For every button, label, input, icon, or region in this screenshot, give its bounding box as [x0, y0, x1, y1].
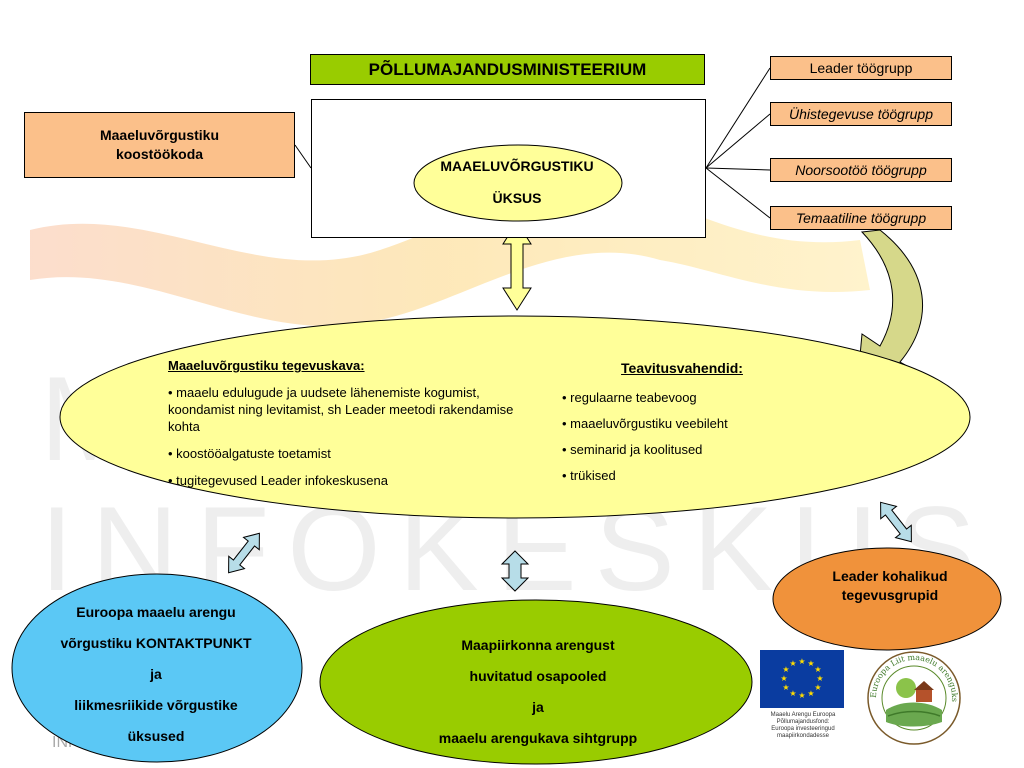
- contact-line2: võrgustiku KONTAKTPUNKT: [60, 635, 252, 651]
- svg-text:★: ★: [798, 657, 805, 666]
- work-group-leader: Leader töögrupp: [770, 56, 952, 80]
- action-plan-item: • maaelu edulugude ja uudsete lähenemist…: [168, 385, 514, 434]
- communication-item: • trükised: [562, 468, 616, 483]
- work-group-cooperation: Ühistegevuse töögrupp: [770, 102, 952, 126]
- work-group-youth: Noorsootöö töögrupp: [770, 158, 952, 182]
- svg-text:★: ★: [798, 691, 805, 700]
- work-group-label: Ühistegevuse töögrupp: [789, 106, 933, 122]
- contact-line1: Euroopa maaelu arengu: [76, 604, 236, 620]
- stakeholders-line1: Maapiirkonna arengust: [461, 637, 615, 653]
- svg-text:★: ★: [816, 674, 823, 683]
- cooperation-line1: Maaeluvõrgustiku: [99, 127, 220, 143]
- eu-flag-logo: ★ ★ ★ ★ ★ ★ ★ ★ ★ ★ ★ ★: [760, 650, 844, 708]
- eu-caption: Maaelu Arengu Euroopa Põllumajandusfond:…: [756, 712, 850, 740]
- leader-groups-line2: tegevusgrupid: [841, 587, 939, 603]
- eu-caption-line: Põllumajandusfond:: [776, 719, 830, 725]
- contact-line5: üksused: [127, 728, 185, 744]
- work-group-label: Leader töögrupp: [809, 60, 913, 76]
- communication-title: Teavitusvahendid:: [621, 360, 743, 376]
- stakeholders-line2: huvitatud osapooled: [469, 668, 607, 684]
- svg-text:★: ★: [807, 659, 814, 668]
- contact-line4: liikmesriikide võrgustike: [74, 697, 238, 713]
- eu-caption-line: Maaelu Arengu Euroopa: [770, 712, 836, 718]
- leader-groups-line1: Leader kohalikud: [832, 568, 948, 584]
- action-plan-item: • koostööalgatuste toetamist: [168, 446, 331, 461]
- action-plan-title: Maaeluvõrgustiku tegevuskava:: [168, 358, 365, 373]
- svg-text:★: ★: [789, 689, 796, 698]
- stakeholders-line3: ja: [532, 699, 544, 715]
- stakeholders-line4: maaelu arengukava sihtgrupp: [438, 730, 638, 746]
- contact-line3: ja: [150, 666, 162, 682]
- eu-rural-seal-logo: Euroopa Liit maaelu arenguks: [867, 651, 961, 745]
- eu-caption-line: Euroopa investeeringud: [771, 726, 835, 732]
- svg-text:★: ★: [782, 683, 789, 692]
- stakeholders-ellipse: [319, 599, 753, 765]
- contact-point-label: Euroopa maaelu arengu võrgustiku KONTAKT…: [30, 597, 282, 752]
- unit-line2: ÜKSUS: [492, 190, 542, 206]
- unit-line1: MAAELUVÕRGUSTIKU: [440, 158, 594, 174]
- communication-list: • regulaarne teabevoog • maaeluvõrgustik…: [562, 389, 802, 493]
- communication-item: • seminarid ja koolitused: [562, 442, 703, 457]
- cooperation-line2: koostöökoda: [115, 146, 204, 162]
- ministry-label: PÕLLUMAJANDUSMINISTEERIUM: [368, 59, 647, 79]
- contact-point-ellipse: [11, 573, 303, 763]
- action-plan-list: • maaelu edulugude ja uudsete lähenemist…: [168, 384, 548, 499]
- work-group-thematic: Temaatiline töögrupp: [770, 206, 952, 230]
- svg-text:★: ★: [780, 674, 787, 683]
- svg-text:★: ★: [814, 665, 821, 674]
- eu-stars-icon: ★ ★ ★ ★ ★ ★ ★ ★ ★ ★ ★ ★: [780, 657, 823, 700]
- svg-text:★: ★: [807, 689, 814, 698]
- leader-groups-label: Leader kohalikud tegevusgrupid: [785, 567, 995, 605]
- unit-label: MAAELUVÕRGUSTIKU ÜKSUS: [412, 150, 622, 216]
- unit-ellipse: [413, 144, 623, 222]
- leader-groups-ellipse: [772, 547, 1002, 651]
- svg-text:★: ★: [814, 683, 821, 692]
- svg-text:★: ★: [789, 659, 796, 668]
- communication-item: • regulaarne teabevoog: [562, 390, 697, 405]
- work-group-label: Noorsootöö töögrupp: [795, 162, 927, 178]
- svg-text:★: ★: [782, 665, 789, 674]
- stakeholders-label: Maapiirkonna arengust huvitatud osapoole…: [388, 630, 688, 754]
- work-group-label: Temaatiline töögrupp: [795, 210, 927, 226]
- action-plan-item: • tugitegevused Leader infokeskusena: [168, 473, 388, 488]
- activities-ellipse: [59, 315, 971, 519]
- communication-item: • maaeluvõrgustiku veebileht: [562, 416, 728, 431]
- eu-caption-line: maapiirkondadesse: [776, 733, 830, 739]
- ministry-box: PÕLLUMAJANDUSMINISTEERIUM: [310, 54, 705, 85]
- cooperation-chamber-box: Maaeluvõrgustiku koostöökoda: [24, 112, 295, 178]
